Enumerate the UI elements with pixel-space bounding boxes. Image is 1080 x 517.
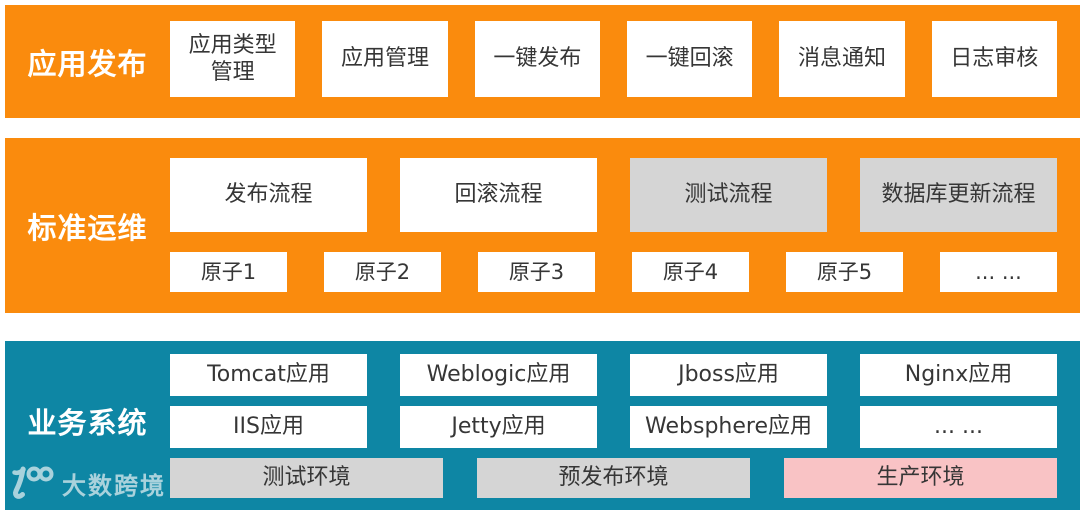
- flow-row: 发布流程 回滚流程 测试流程 数据库更新流程: [170, 158, 1057, 232]
- flow-db-update-process: 数据库更新流程: [860, 158, 1057, 232]
- app-row-1: Tomcat应用 Weblogic应用 Jboss应用 Nginx应用: [170, 354, 1057, 396]
- app-websphere: Websphere应用: [630, 406, 827, 448]
- box-one-click-rollback: 一键回滚: [626, 21, 753, 97]
- watermark: 大数跨境: [10, 462, 166, 504]
- env-production: 生产环境: [784, 458, 1057, 498]
- atom-4: 原子4: [632, 252, 749, 292]
- app-tomcat: Tomcat应用: [170, 354, 367, 396]
- flow-rollback-process: 回滚流程: [400, 158, 597, 232]
- standard-ops-band: 标准运维 发布流程 回滚流程 测试流程 数据库更新流程 原子1 原子2 原子3 …: [5, 138, 1080, 313]
- env-test: 测试环境: [170, 458, 443, 498]
- app-release-band: 应用发布 应用类型 管理 应用管理 一键发布 一键回滚 消息通知 日志审核: [5, 5, 1080, 118]
- app-more: ... ...: [860, 406, 1057, 448]
- atom-more: ... ...: [940, 252, 1057, 292]
- feature-row: 应用类型 管理 应用管理 一键发布 一键回滚 消息通知 日志审核: [170, 21, 1057, 97]
- dashu-100-logo-icon: [10, 463, 54, 503]
- band-label-app-release: 应用发布: [27, 46, 148, 81]
- box-message-notification: 消息通知: [779, 21, 905, 97]
- app-iis: IIS应用: [170, 406, 367, 448]
- atom-3: 原子3: [478, 252, 595, 292]
- band-label-business-systems: 业务系统: [27, 405, 148, 440]
- watermark-brand-text: 大数跨境: [62, 471, 166, 500]
- app-jboss: Jboss应用: [630, 354, 827, 396]
- box-app-type-management: 应用类型 管理: [170, 21, 296, 97]
- app-row-2: IIS应用 Jetty应用 Websphere应用 ... ...: [170, 406, 1057, 448]
- flow-test-process: 测试流程: [630, 158, 827, 232]
- env-staging: 预发布环境: [477, 458, 750, 498]
- box-one-click-release: 一键发布: [474, 21, 600, 97]
- app-nginx: Nginx应用: [860, 354, 1057, 396]
- atom-1: 原子1: [170, 252, 287, 292]
- box-log-audit: 日志审核: [931, 21, 1057, 97]
- app-jetty: Jetty应用: [400, 406, 597, 448]
- atom-2: 原子2: [324, 252, 441, 292]
- flow-release-process: 发布流程: [170, 158, 367, 232]
- box-app-management: 应用管理: [322, 21, 448, 97]
- app-weblogic: Weblogic应用: [400, 354, 597, 396]
- band-label-standard-ops: 标准运维: [27, 210, 148, 245]
- atom-5: 原子5: [786, 252, 903, 292]
- atom-row: 原子1 原子2 原子3 原子4 原子5 ... ...: [170, 252, 1057, 292]
- business-systems-band: 业务系统 Tomcat应用 Weblogic应用 Jboss应用 Nginx应用…: [5, 341, 1080, 510]
- environment-row: 测试环境 预发布环境 生产环境: [170, 458, 1057, 498]
